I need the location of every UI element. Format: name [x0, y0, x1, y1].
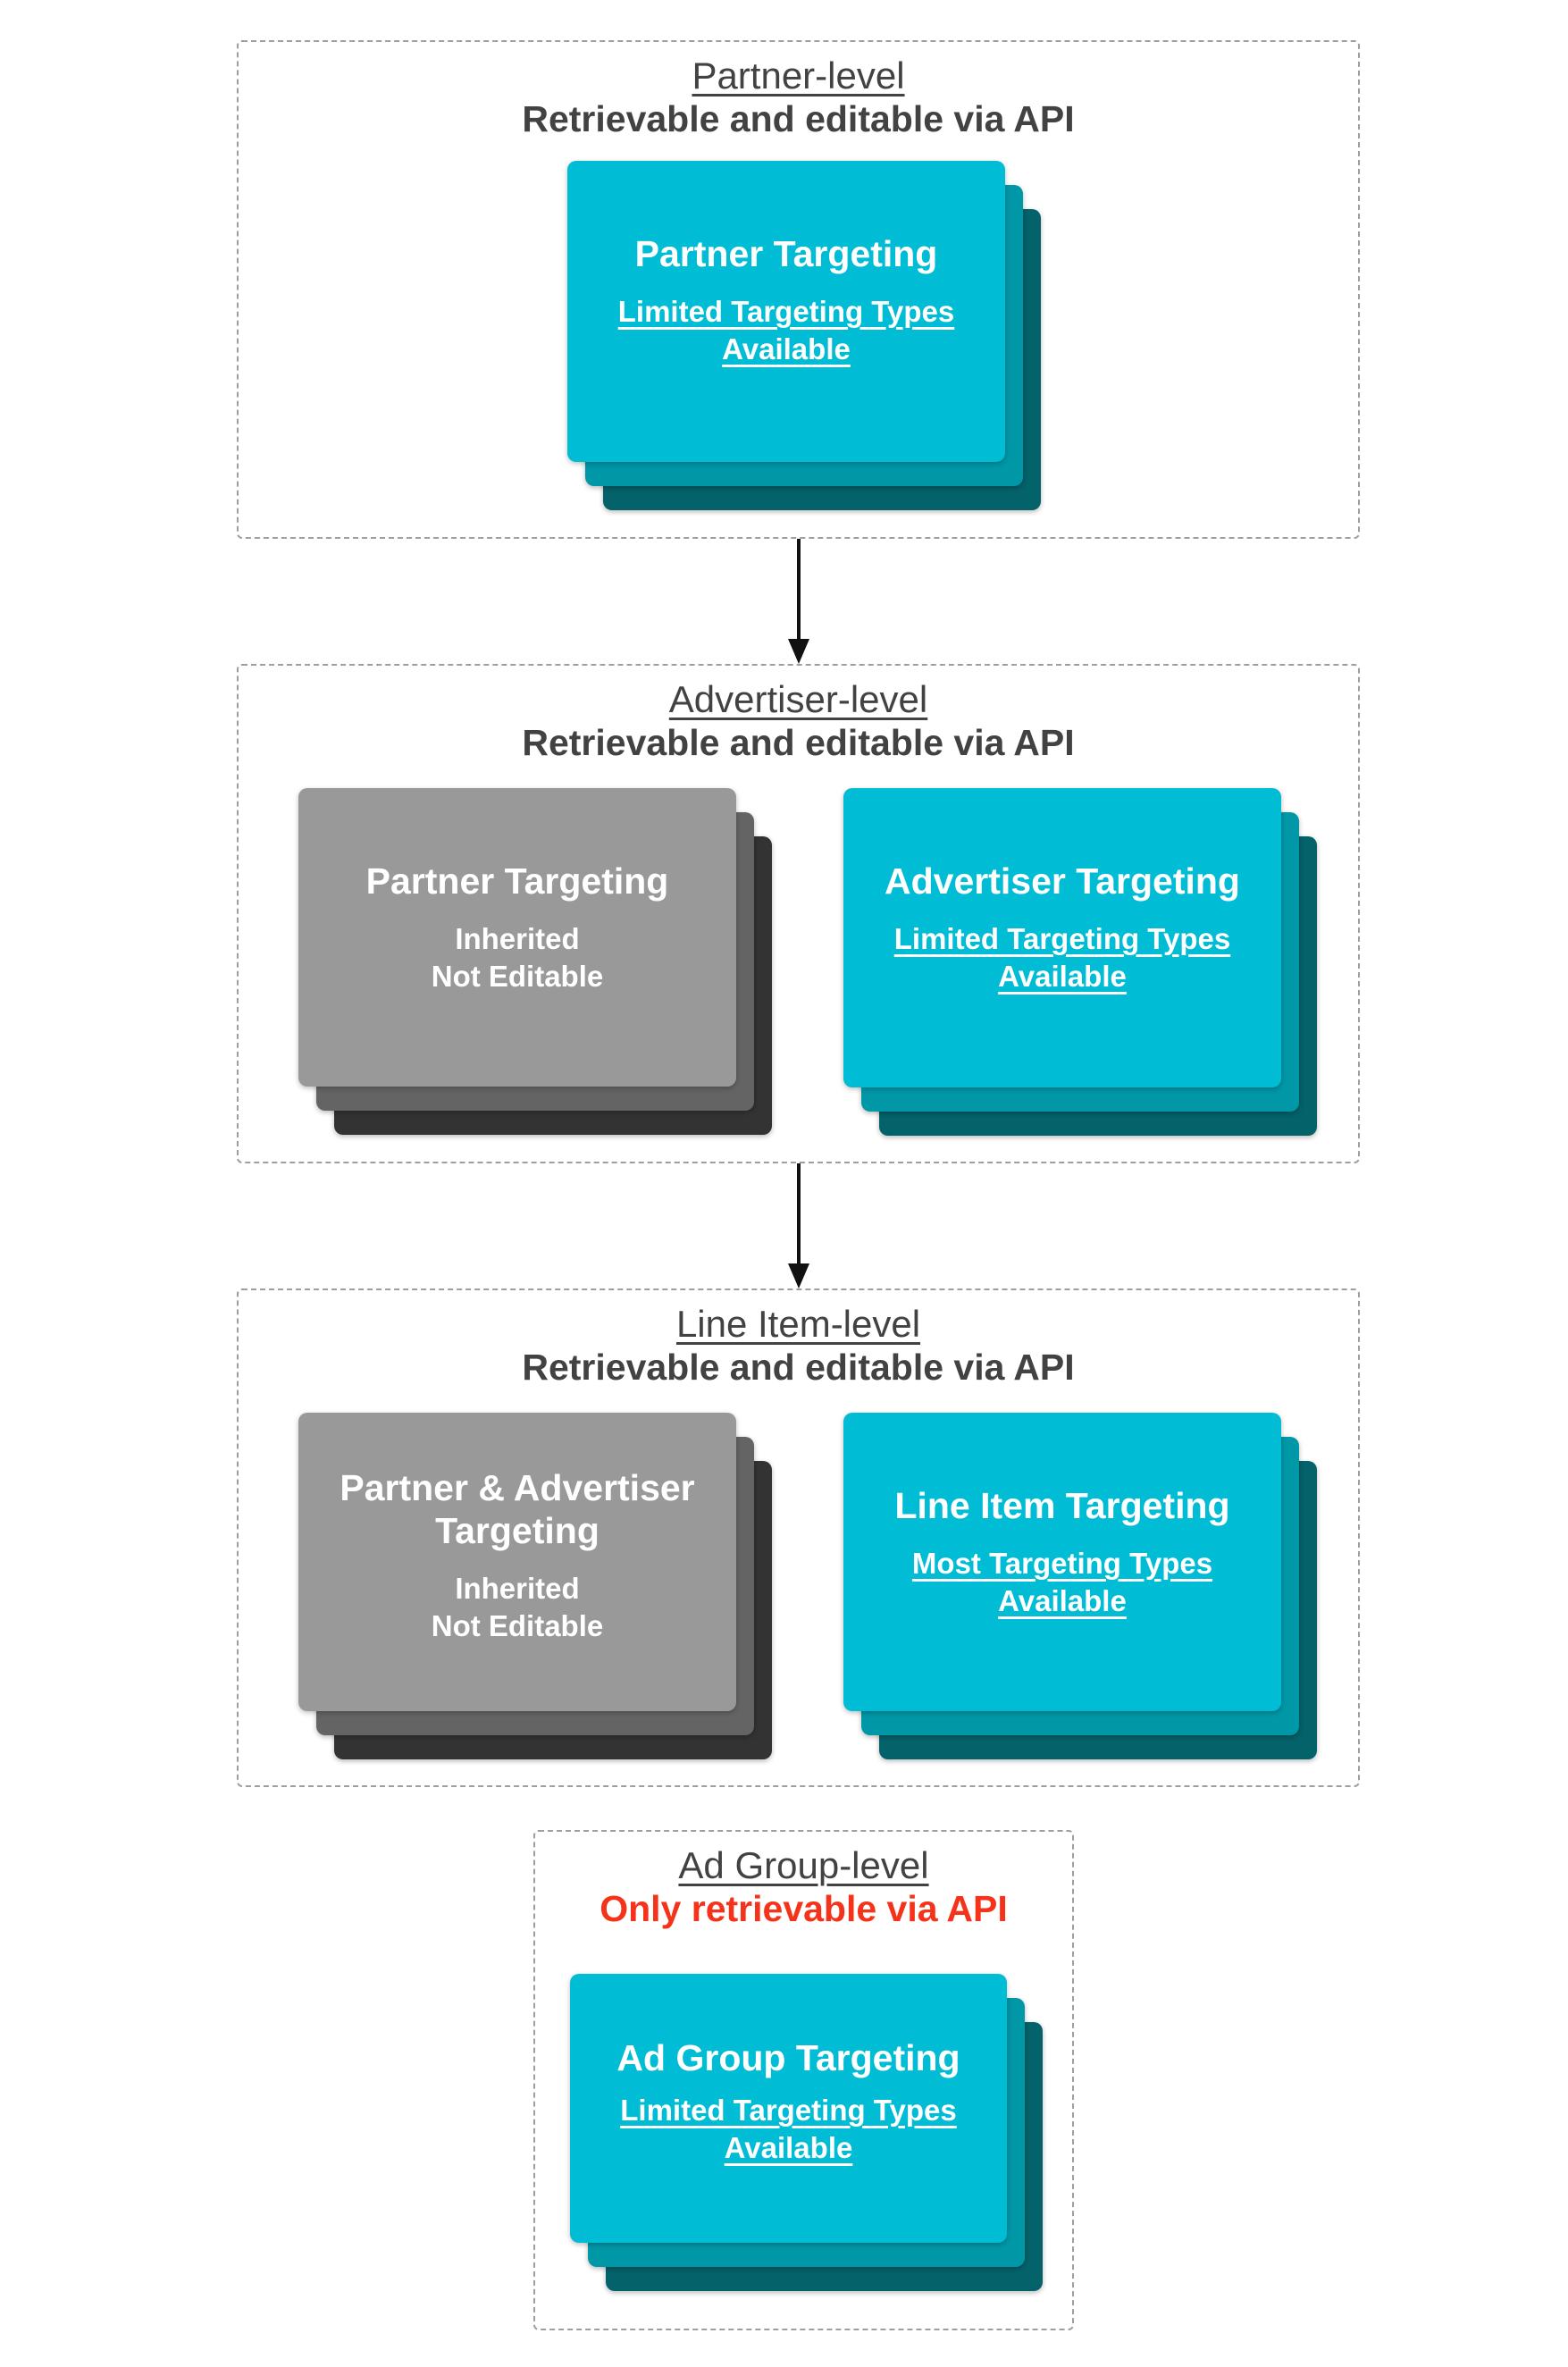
- arrow-down-icon: [788, 539, 809, 664]
- card-partner-targeting: Partner Targeting Limited Targeting Type…: [567, 161, 1005, 462]
- card-body-line: Available: [998, 1584, 1127, 1617]
- card-body: Inherited Not Editable: [432, 920, 604, 995]
- card-stack-advertiser-targeting: Advertiser Targeting Limited Targeting T…: [843, 788, 1317, 1136]
- card-advertiser-targeting: Advertiser Targeting Limited Targeting T…: [843, 788, 1281, 1087]
- section-header: Ad Group-level Only retrievable via API: [535, 1844, 1072, 1930]
- section-title: Advertiser-level: [668, 678, 928, 720]
- card-partner-targeting-inherited: Partner Targeting Inherited Not Editable: [298, 788, 736, 1087]
- card-body-line: Inherited: [455, 922, 580, 955]
- arrow-head: [788, 639, 809, 664]
- card-title: Ad Group Targeting: [616, 2037, 960, 2078]
- section-header: Advertiser-level Retrievable and editabl…: [239, 678, 1358, 764]
- arrow-head: [788, 1263, 809, 1288]
- card-stack-inherited-partner-targeting: Partner Targeting Inherited Not Editable: [298, 788, 772, 1135]
- card-partner-advertiser-targeting-inherited: Partner & Advertiser Targeting Inherited…: [298, 1413, 736, 1711]
- arrow-line: [797, 539, 801, 639]
- section-subtitle: Retrievable and editable via API: [522, 722, 1075, 763]
- card-stack-partner-targeting: Partner Targeting Limited Targeting Type…: [567, 161, 1041, 510]
- section-subtitle: Retrievable and editable via API: [522, 1347, 1075, 1388]
- section-ad-group-level: Ad Group-level Only retrievable via API …: [533, 1830, 1074, 2330]
- section-title: Partner-level: [692, 55, 905, 97]
- section-advertiser-level: Advertiser-level Retrievable and editabl…: [237, 664, 1360, 1163]
- card-body: Limited Targeting Types Available: [618, 293, 955, 368]
- card-ad-group-targeting: Ad Group Targeting Limited Targeting Typ…: [570, 1974, 1007, 2243]
- card-body-line: Limited Targeting Types: [893, 922, 1231, 955]
- card-stack-ad-group-targeting: Ad Group Targeting Limited Targeting Typ…: [570, 1974, 1043, 2291]
- card-body-line: Most Targeting Types: [911, 1547, 1213, 1580]
- card-body-line: Inherited: [455, 1572, 580, 1605]
- section-line-item-level: Line Item-level Retrievable and editable…: [237, 1288, 1360, 1787]
- card-body-line: Limited Targeting Types: [620, 2094, 957, 2127]
- arrow-line: [797, 1163, 801, 1263]
- card-stack-inherited-partner-advertiser-targeting: Partner & Advertiser Targeting Inherited…: [298, 1413, 772, 1759]
- card-title: Partner & Advertiser Targeting: [340, 1467, 695, 1551]
- card-body-line: Available: [722, 332, 851, 365]
- card-body: Limited Targeting Types Available: [894, 920, 1231, 995]
- card-stack-line-item-targeting: Line Item Targeting Most Targeting Types…: [843, 1413, 1317, 1759]
- card-body-line: Not Editable: [431, 960, 604, 993]
- section-title: Ad Group-level: [678, 1844, 929, 1886]
- section-partner-level: Partner-level Retrievable and editable v…: [237, 40, 1360, 539]
- card-title: Advertiser Targeting: [885, 860, 1240, 902]
- card-title: Partner Targeting: [634, 233, 938, 274]
- section-header: Line Item-level Retrievable and editable…: [239, 1303, 1358, 1389]
- card-body-line: Limited Targeting Types: [617, 295, 955, 328]
- card-body-line: Available: [998, 960, 1127, 993]
- card-body-line: Not Editable: [431, 1609, 604, 1642]
- card-body: Limited Targeting Types Available: [620, 2092, 957, 2167]
- card-title: Line Item Targeting: [894, 1485, 1230, 1526]
- card-body: Most Targeting Types Available: [912, 1545, 1212, 1620]
- card-line-item-targeting: Line Item Targeting Most Targeting Types…: [843, 1413, 1281, 1711]
- section-subtitle: Retrievable and editable via API: [522, 98, 1075, 139]
- card-body: Inherited Not Editable: [432, 1570, 604, 1645]
- section-subtitle: Only retrievable via API: [600, 1888, 1008, 1929]
- section-title: Line Item-level: [675, 1303, 921, 1345]
- section-header: Partner-level Retrievable and editable v…: [239, 55, 1358, 140]
- arrow-down-icon: [788, 1163, 809, 1288]
- card-body-line: Available: [724, 2131, 853, 2164]
- card-title: Partner Targeting: [365, 860, 669, 902]
